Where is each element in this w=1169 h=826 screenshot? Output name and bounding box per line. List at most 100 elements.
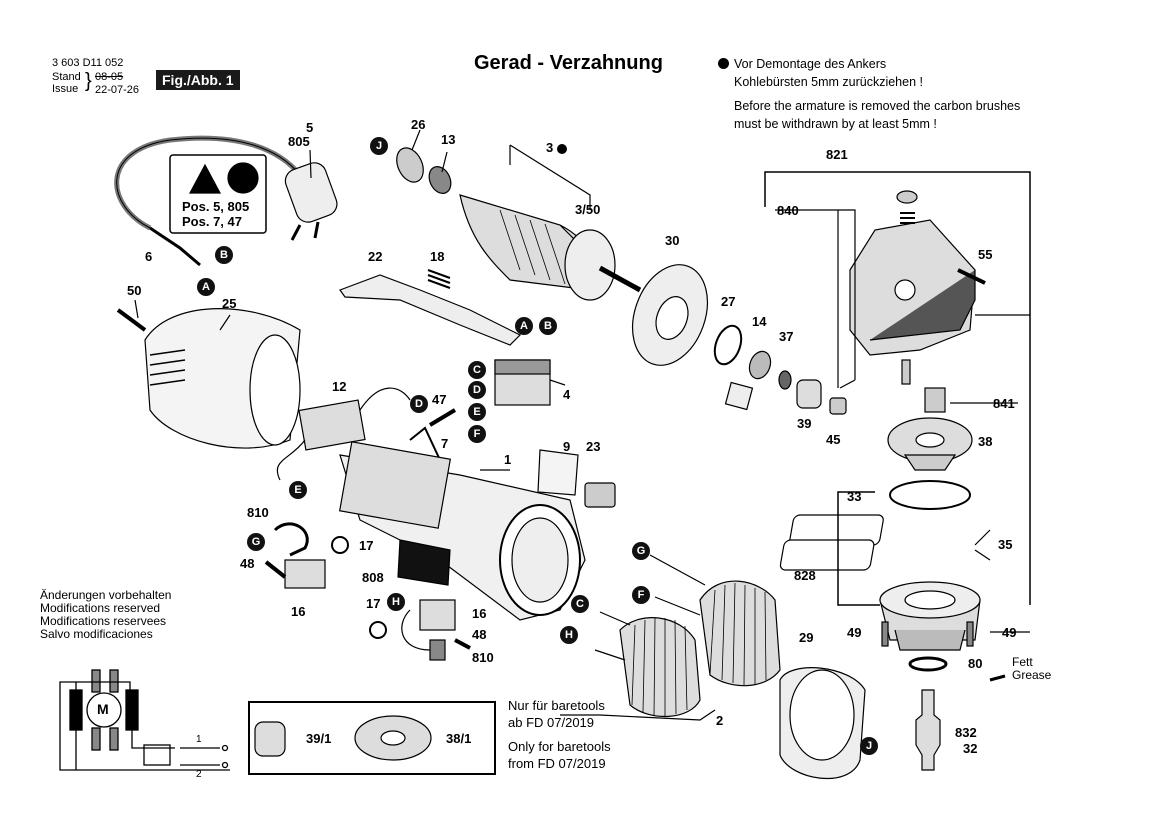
connector-badge: F	[632, 586, 650, 604]
brush-holder-16a	[284, 559, 326, 589]
part-label: 17	[366, 596, 381, 611]
label-38-1: 38/1	[446, 731, 472, 746]
label-39-1: 39/1	[306, 731, 332, 746]
part-label: 821	[826, 147, 848, 162]
note-de-line2: Kohlebürsten 5mm zurückziehen !	[734, 75, 923, 89]
bearing-14	[748, 350, 772, 380]
part-label: 17	[359, 538, 374, 553]
part-label: 47	[432, 392, 447, 407]
connector-badge: H	[387, 593, 405, 611]
disclaimer-en: Modifications reserved	[40, 601, 161, 615]
slider-23	[584, 482, 616, 508]
part-label: 832	[955, 725, 977, 740]
motor-letter: M	[97, 701, 109, 717]
part-label: 3	[546, 140, 554, 155]
washer-37	[778, 370, 792, 390]
plug-icon	[284, 162, 338, 223]
connector-badge: F	[468, 425, 486, 443]
ring-27	[713, 324, 743, 366]
part-label: 840	[777, 203, 799, 218]
field-coil-upper	[699, 580, 781, 687]
bearing-13	[428, 166, 452, 194]
part-label: 48	[240, 556, 255, 571]
part-label: 4	[563, 387, 571, 402]
document-number: 3 603 D11 052	[52, 57, 124, 69]
plate-9	[537, 449, 579, 496]
baretools-de-line2: ab FD 07/2019	[508, 715, 595, 730]
note-en-line2: must be withdrawn by at least 5mm !	[734, 117, 937, 131]
connector-badge: G	[632, 542, 650, 560]
part-label: 7	[441, 436, 449, 451]
connector-badge: A	[197, 278, 215, 296]
field-coil-lower	[619, 617, 701, 717]
note-de-line1: Vor Demontage des Ankers	[734, 57, 887, 71]
brush-holder-16b	[419, 599, 456, 631]
connector-badge: G	[247, 533, 265, 551]
nut-45	[829, 397, 847, 415]
old-date: 08-05	[95, 71, 124, 83]
grease-en: Grease	[1012, 668, 1052, 682]
spring-18	[427, 269, 451, 289]
part-label: 29	[799, 630, 814, 645]
o-ring-33	[889, 480, 971, 510]
issue-label: Issue	[52, 83, 79, 95]
part-label: 2	[716, 713, 724, 728]
connector-badge: A	[515, 317, 533, 335]
part-label: 3/50	[575, 202, 601, 217]
part-label: 841	[993, 396, 1015, 411]
part-label: 49	[847, 625, 862, 640]
washer-80	[908, 656, 948, 672]
pinion-39	[796, 379, 822, 409]
part-label: 55	[978, 247, 993, 262]
connector-badge: J	[860, 737, 878, 755]
baretools-en-line1: Only for baretools	[508, 739, 611, 754]
part-label: 16	[291, 604, 306, 619]
disclaimer-es: Salvo modificaciones	[40, 627, 153, 641]
part-label: 80	[968, 656, 983, 671]
figure-label: Fig./Abb. 1	[156, 70, 240, 90]
spindle-832	[915, 689, 941, 771]
baretools-de-line1: Nur für baretools	[508, 698, 605, 713]
cap-icon	[896, 190, 918, 204]
bullet-icon	[557, 144, 567, 154]
motor-symbol	[86, 692, 122, 728]
part-label: 50	[127, 283, 142, 298]
connector-badge: E	[468, 403, 486, 421]
warning-panel	[169, 154, 267, 234]
part-label: 805	[288, 134, 310, 149]
part-label: 37	[779, 329, 794, 344]
connector-badge: D	[468, 381, 486, 399]
stand-label: Stand	[52, 71, 81, 83]
part-label: 32	[963, 741, 978, 756]
part-label: 5	[306, 120, 314, 135]
part-label: 810	[472, 650, 494, 665]
switch-number-2: 2	[196, 769, 202, 780]
plate-808	[397, 539, 451, 586]
part-label: 39	[797, 416, 812, 431]
part-label: 30	[665, 233, 680, 248]
switch-rod	[339, 274, 522, 346]
brace-glyph: }	[85, 70, 92, 92]
part-label: 16	[472, 606, 487, 621]
part-label: 808	[362, 570, 384, 585]
gasket-35b	[779, 539, 875, 571]
page-title: Gerad - Verzahnung	[474, 52, 663, 74]
screw-icon	[116, 308, 147, 332]
connector-badge: D	[410, 395, 428, 413]
part-label: 13	[441, 132, 456, 147]
new-date: 22-07-26	[95, 84, 140, 96]
part-label: 1	[504, 452, 512, 467]
part-label: 14	[752, 314, 767, 329]
part-label: 18	[430, 249, 445, 264]
connector-badge: J	[370, 137, 388, 155]
bullet-icon	[718, 58, 729, 69]
baretools-en-line2: from FD 07/2019	[508, 756, 606, 771]
suppressor-12	[298, 399, 366, 451]
part-label: 6	[145, 249, 153, 264]
connector-badge: C	[571, 595, 589, 613]
warning-triangle-icon	[188, 163, 222, 194]
part-label: 9	[563, 439, 571, 454]
disclaimer-de: Änderungen vorbehalten	[40, 588, 172, 602]
wiring-schematic	[59, 669, 230, 771]
